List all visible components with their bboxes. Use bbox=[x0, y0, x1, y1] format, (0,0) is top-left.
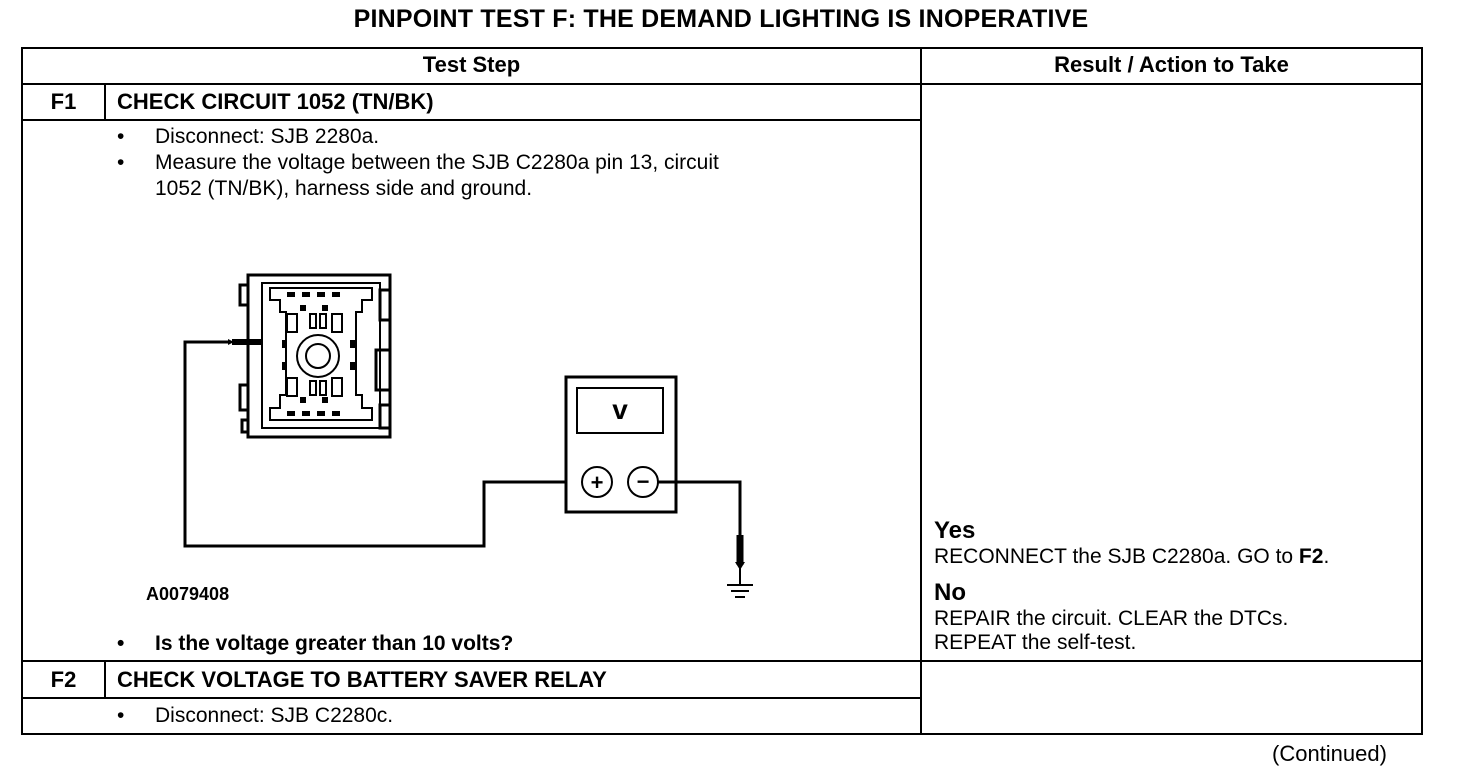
step-id-f1: F1 bbox=[50, 89, 77, 114]
f2-bullet-1-text: Disconnect: SJB C2280c. bbox=[155, 704, 394, 727]
header-result-action: Result / Action to Take bbox=[1054, 52, 1289, 77]
figure-id: A0079408 bbox=[146, 584, 230, 604]
result-yes-text: RECONNECT the SJB C2280a. GO to F2. bbox=[934, 545, 1330, 568]
f1-question: • Is the voltage greater than 10 volts? bbox=[117, 631, 907, 657]
voltmeter-symbol: v bbox=[612, 394, 628, 425]
f2-title-rule bbox=[21, 697, 921, 699]
f1-bullet-1-text: Disconnect: SJB 2280a. bbox=[155, 125, 380, 148]
f1-bottom-rule bbox=[21, 660, 1423, 662]
f1-bullet-1: • Disconnect: SJB 2280a. bbox=[117, 124, 907, 150]
result-no-text: REPAIR the circuit. CLEAR the DTCs. REPE… bbox=[934, 607, 1289, 654]
svg-text:+: + bbox=[591, 470, 604, 495]
ground-icon bbox=[727, 584, 753, 598]
page-title: PINPOINT TEST F: THE DEMAND LIGHTING IS … bbox=[353, 5, 1089, 33]
f1-bullet-2: • Measure the voltage between the SJB C2… bbox=[117, 150, 907, 202]
bullet-dot: • bbox=[117, 704, 125, 727]
f2-bullet-1: • Disconnect: SJB C2280c. bbox=[117, 703, 907, 729]
step-title-f2: CHECK VOLTAGE TO BATTERY SAVER RELAY bbox=[117, 667, 607, 692]
result-yes-label: Yes bbox=[934, 517, 976, 544]
pinpoint-table bbox=[21, 47, 1423, 735]
voltmeter-display bbox=[576, 387, 664, 434]
header-bottom-rule bbox=[21, 83, 1423, 85]
svg-text:−: − bbox=[637, 469, 650, 494]
bullet-dot: • bbox=[117, 632, 125, 655]
col-divider-id-f1 bbox=[104, 84, 106, 121]
step-title-f1: CHECK CIRCUIT 1052 (TN/BK) bbox=[117, 89, 434, 114]
f1-bullet-2-text: Measure the voltage between the SJB C228… bbox=[155, 151, 719, 200]
f1-question-text: Is the voltage greater than 10 volts? bbox=[155, 632, 514, 655]
step-id-f2: F2 bbox=[50, 667, 77, 692]
positive-terminal bbox=[581, 466, 613, 498]
continued-label: (Continued) bbox=[1272, 741, 1387, 766]
col-divider-id-f2 bbox=[104, 661, 106, 699]
result-no-label: No bbox=[934, 579, 966, 606]
col-divider-result bbox=[920, 47, 922, 735]
connector-voltmeter-diagram: v + − bbox=[183, 273, 753, 598]
bullet-dot: • bbox=[117, 151, 125, 174]
test-lead-positive bbox=[183, 340, 585, 548]
test-lead-negative bbox=[658, 480, 742, 540]
header-test-step: Test Step bbox=[422, 52, 521, 77]
bullet-dot: • bbox=[117, 125, 125, 148]
f1-title-rule bbox=[21, 119, 921, 121]
connector-body bbox=[246, 273, 392, 439]
goto-f2-link[interactable]: F2 bbox=[1298, 545, 1324, 568]
